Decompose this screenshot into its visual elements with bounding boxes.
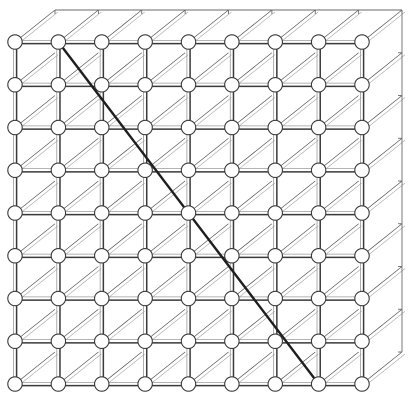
lattice-node (95, 78, 109, 92)
lattice-node (51, 334, 65, 348)
depth-bar-strand (365, 98, 405, 130)
lattice-node (181, 206, 195, 220)
lattice-node (51, 249, 65, 263)
lattice-node (95, 249, 109, 263)
lattice-node (225, 163, 239, 177)
lattice-node (268, 249, 282, 263)
lattice-node (95, 291, 109, 305)
lattice-node (138, 163, 152, 177)
lattice-node (311, 120, 325, 134)
lattice-node (181, 334, 195, 348)
lattice-node (225, 334, 239, 348)
lattice-node (225, 291, 239, 305)
lattice-node (268, 35, 282, 49)
lattice-node (268, 377, 282, 391)
lattice-node (138, 78, 152, 92)
lattice-node (181, 163, 195, 177)
lattice-node (138, 291, 152, 305)
lattice-node (95, 35, 109, 49)
depth-bars (15, 10, 405, 386)
lattice-node (181, 291, 195, 305)
lattice-node (225, 249, 239, 263)
lattice-node (138, 377, 152, 391)
lattice-node (268, 334, 282, 348)
depth-bar-strand (365, 269, 405, 301)
lattice-node (355, 249, 369, 263)
lattice-node (311, 249, 325, 263)
lattice-node (8, 377, 22, 391)
lattice-node (51, 377, 65, 391)
lattice-node (8, 163, 22, 177)
lattice-node (355, 163, 369, 177)
lattice-node (181, 249, 195, 263)
lattice-node (181, 377, 195, 391)
lattice-node (355, 291, 369, 305)
lattice-node (311, 163, 325, 177)
lattice-node (268, 206, 282, 220)
lattice-node (355, 377, 369, 391)
lattice-node (311, 377, 325, 391)
lattice-node (225, 206, 239, 220)
lattice-node (51, 291, 65, 305)
lattice-node (95, 120, 109, 134)
depth-bar-strand (365, 12, 405, 44)
lattice-node (8, 206, 22, 220)
lattice-node (225, 78, 239, 92)
lattice-node (8, 249, 22, 263)
lattice-node (8, 78, 22, 92)
lattice-node (311, 35, 325, 49)
lattice-node (95, 206, 109, 220)
lattice-node (311, 78, 325, 92)
lattice-node (181, 35, 195, 49)
lattice-node (225, 377, 239, 391)
lattice-node (8, 35, 22, 49)
depth-bar-strand (365, 226, 405, 258)
lattice-node (95, 163, 109, 177)
lattice-node (51, 35, 65, 49)
lattice-node (355, 78, 369, 92)
lattice-node (51, 206, 65, 220)
lattice-node (138, 120, 152, 134)
lattice-node (138, 334, 152, 348)
lattice-node (51, 78, 65, 92)
lattice-node (138, 35, 152, 49)
depth-bar-strand (365, 183, 405, 215)
depth-bar-strand (365, 140, 405, 172)
lattice-node (138, 249, 152, 263)
lattice-node (51, 120, 65, 134)
lattice-node (311, 291, 325, 305)
lattice-node (225, 120, 239, 134)
lattice-node (355, 35, 369, 49)
lattice-node (138, 206, 152, 220)
lattice-node (8, 120, 22, 134)
lattice-node (311, 206, 325, 220)
lattice-node (355, 206, 369, 220)
depth-bar-strand (365, 311, 405, 343)
depth-bar-strand (365, 354, 405, 386)
lattice-node (181, 78, 195, 92)
lattice-nodes (8, 35, 369, 391)
lattice-node (181, 120, 195, 134)
lattice-node (51, 163, 65, 177)
lattice-node (355, 120, 369, 134)
lattice-node (95, 377, 109, 391)
lattice-node (8, 334, 22, 348)
lattice-node (225, 35, 239, 49)
lattice-node (311, 334, 325, 348)
lattice-node (268, 78, 282, 92)
lattice-node (268, 120, 282, 134)
lattice-node (355, 334, 369, 348)
lattice-node (95, 334, 109, 348)
lattice-node (8, 291, 22, 305)
depth-bar-strand (365, 55, 405, 87)
lattice-node (268, 163, 282, 177)
lattice-node (268, 291, 282, 305)
